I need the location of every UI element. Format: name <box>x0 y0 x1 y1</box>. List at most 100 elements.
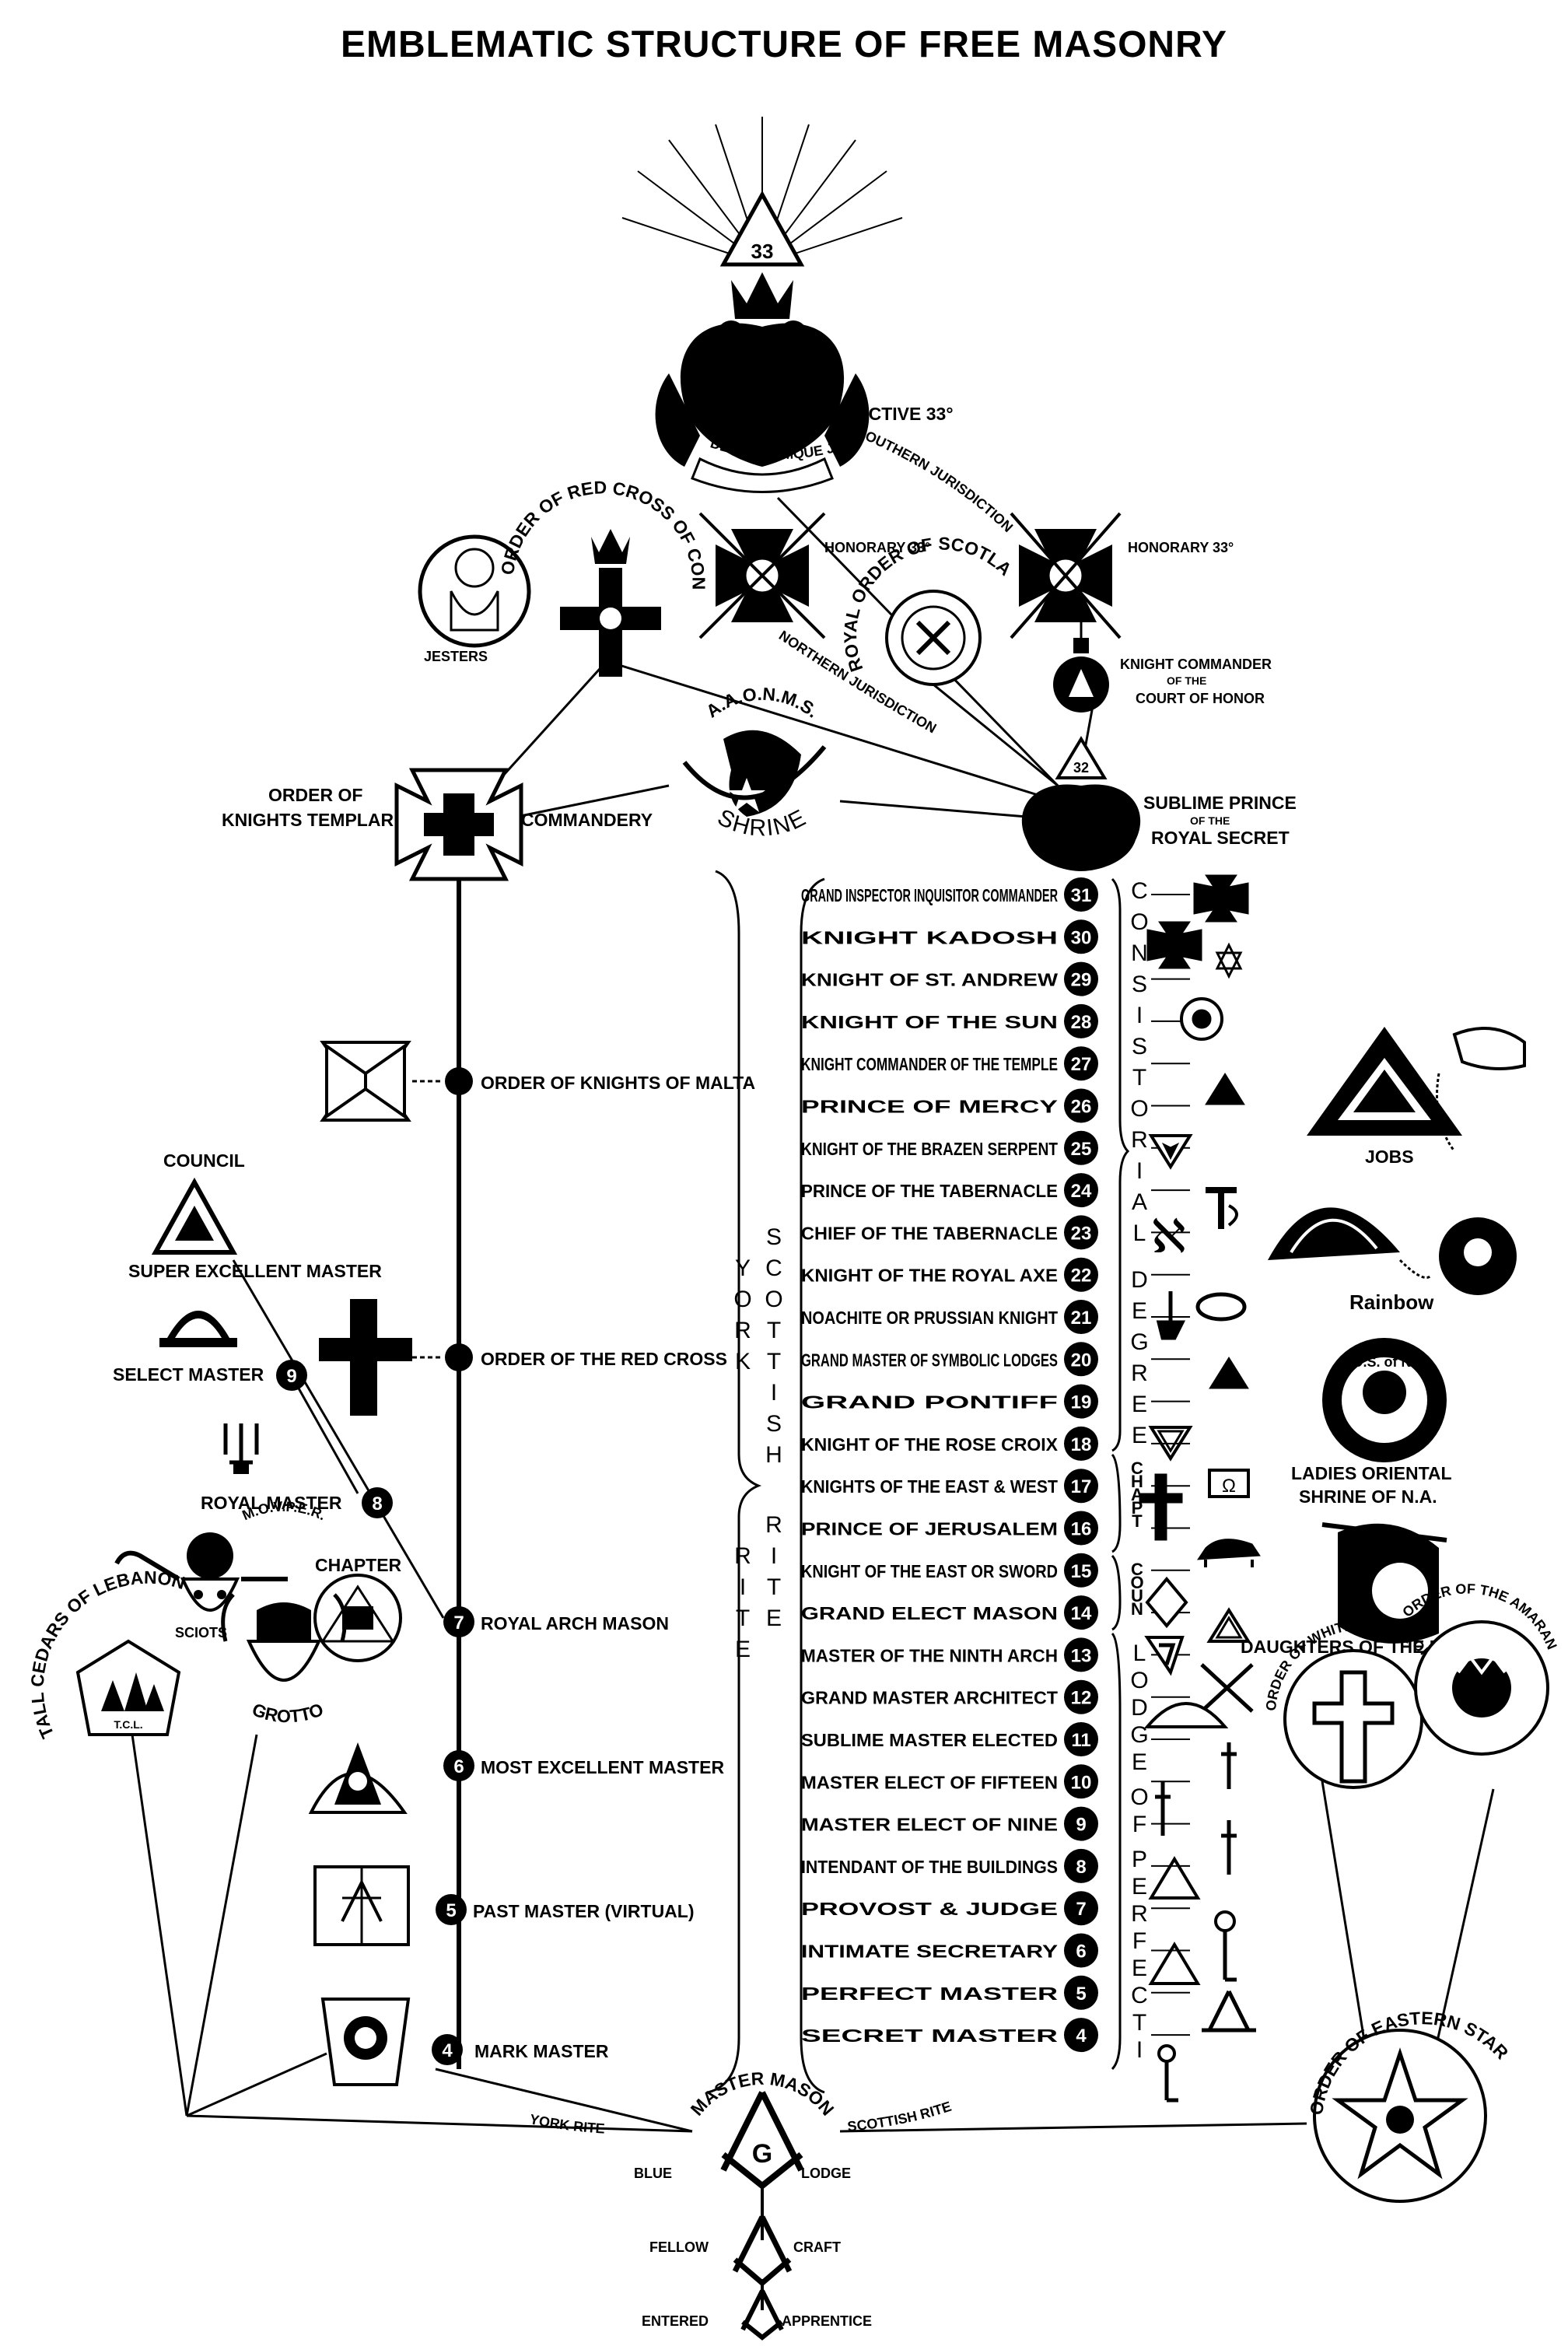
degree-badge <box>1064 1300 1098 1334</box>
candelabra-icon <box>223 1423 259 1474</box>
svg-text:D: D <box>1131 1695 1148 1721</box>
triangle-33-icon <box>719 190 805 267</box>
degree-number: 4 <box>1076 2026 1087 2047</box>
york-order-3-label: ROYAL ARCH MASON <box>481 1613 669 1633</box>
knights-templar-emblem <box>394 768 523 881</box>
honorary-33-right-emblem <box>1010 512 1122 639</box>
svg-text:F: F <box>1132 1928 1146 1954</box>
degree-number: 20 <box>1071 1350 1092 1371</box>
svg-text:ORDER OF WHITE SHRINE OF JERUS: ORDER OF WHITE SHRINE OF JERUSALEM <box>0 0 1434 1711</box>
shrine-top-label: A.A.O.N.M.S. <box>702 684 823 722</box>
court-of-honor-label-3: COURT OF HONOR <box>1136 691 1265 706</box>
degree-label: INTIMATE SECRETARY <box>801 1942 1058 1962</box>
sublime-prince-label-3: ROYAL SECRET <box>1151 828 1290 848</box>
jewel-20-triangle-icon <box>1148 1426 1193 1462</box>
tall-cedars-emblem: T.C.L. <box>75 1639 181 1736</box>
svg-text:S: S <box>1132 972 1147 997</box>
svg-text:T: T <box>1132 1511 1143 1531</box>
jewel-31-cross-icon <box>1193 874 1249 923</box>
grotto-emblem <box>221 1593 347 1682</box>
degree-label: KNIGHT OF THE ROSE CROIX <box>801 1434 1059 1455</box>
svg-text:S: S <box>1132 1034 1147 1059</box>
svg-text:F: F <box>1132 1812 1146 1837</box>
degree-row-20: GRAND MASTER OF SYMBOLIC LODGES 20 <box>801 1342 1190 1377</box>
select-master-num: 9 <box>286 1366 296 1387</box>
york-order-6-num: 4 <box>442 2040 453 2061</box>
jesters-label: JESTERS <box>424 649 488 664</box>
open-book-icon <box>313 1865 410 1946</box>
degree-badge <box>1064 1637 1098 1672</box>
svg-text:R: R <box>765 1512 782 1538</box>
svg-text:K: K <box>735 1349 751 1374</box>
degree-badge <box>1064 1933 1098 1968</box>
york-order-4-num: 6 <box>453 1756 464 1777</box>
jewel-30-star-icon <box>1215 942 1243 970</box>
degree-row-18: KNIGHT OF THE ROSE CROIX 18 <box>801 1426 1190 1461</box>
svg-text:SOUTHERN JURISDICTION: SOUTHERN JURISDICTION <box>854 424 1016 535</box>
honorary-33-left-label: HONORARY 33° <box>824 540 930 555</box>
degree-label: MASTER OF THE NINTH ARCH <box>801 1645 1058 1665</box>
degree-badge <box>1064 1003 1098 1038</box>
degree-number: 22 <box>1071 1266 1092 1287</box>
jewel-12-protractor-icon <box>1143 1702 1229 1728</box>
degree-number: 19 <box>1071 1392 1092 1413</box>
degree-number: 5 <box>1076 1984 1086 2005</box>
degree-badge <box>1064 1215 1098 1250</box>
degree-label: KNIGHTS OF THE EAST & WEST <box>801 1476 1058 1497</box>
svg-text:T: T <box>1132 1065 1146 1091</box>
page-title: EMBLEMATIC STRUCTURE OF FREE MASONRY <box>341 24 1227 65</box>
royal-master-label: ROYAL MASTER <box>201 1493 342 1513</box>
svg-text:S: S <box>766 1224 782 1250</box>
degree-label: GRAND MASTER OF SYMBOLIC LODGES <box>801 1350 1058 1370</box>
degree-badge <box>1064 1257 1098 1292</box>
rainbow-label: Rainbow <box>1349 1290 1434 1314</box>
rainbow-emblem <box>1268 1207 1517 1295</box>
degree-badge <box>1064 1469 1098 1504</box>
jewel-11-dagger-icon <box>1221 1742 1237 1789</box>
degree-label: KNIGHT OF THE ROYAL AXE <box>801 1266 1058 1286</box>
svg-text:I: I <box>1136 2037 1143 2063</box>
red-cross-constantine-emblem <box>560 529 661 677</box>
degree-badge <box>1064 1595 1098 1630</box>
svg-text:I: I <box>1136 1003 1143 1028</box>
fellow-label: FELLOW <box>649 2239 709 2255</box>
jewel-27-triangle-icon <box>1205 1073 1245 1105</box>
degree-number: 18 <box>1071 1434 1092 1455</box>
degree-number: 31 <box>1071 885 1092 906</box>
svg-text:N: N <box>1131 1599 1143 1619</box>
honorary-33-right-label: HONORARY 33° <box>1128 540 1234 555</box>
chapter-label: CHAPTER <box>315 1555 402 1575</box>
degree-number: 27 <box>1071 1054 1092 1075</box>
lodge-label: LODGE <box>801 2166 851 2181</box>
degree-label: PERFECT MASTER <box>801 1984 1059 2004</box>
jewel-17-lamb-icon <box>1197 1539 1261 1560</box>
jewel-13-tools-icon <box>1200 1663 1254 1713</box>
jewel-16-diamond-icon <box>1145 1576 1188 1629</box>
degree-number: 30 <box>1071 927 1092 948</box>
svg-text:R: R <box>1131 1127 1148 1153</box>
degree-badge <box>1064 1553 1098 1588</box>
degree-label: PRINCE OF THE TABERNACLE <box>801 1181 1058 1201</box>
bottom-york-rite-label: YORK RITE <box>528 2111 605 2136</box>
degree-badge <box>1064 1384 1098 1419</box>
degree-label: KNIGHT OF ST. ANDREW <box>801 970 1058 990</box>
svg-text:G: G <box>1130 1722 1148 1748</box>
svg-text:O: O <box>1130 1668 1148 1693</box>
tcl-label: T.C.L. <box>114 1718 142 1731</box>
jewel-30-cross-icon <box>1146 921 1202 969</box>
degree-row-22: KNIGHT OF THE ROYAL AXE 22 <box>801 1257 1190 1292</box>
jobs-label: JOBS <box>1365 1147 1414 1167</box>
svg-text:32: 32 <box>1073 760 1089 776</box>
crown-icon <box>731 272 793 319</box>
jewel-15-triangles-icon <box>1206 1607 1251 1643</box>
court-of-honor-label-1: KNIGHT COMMANDER <box>1120 657 1272 672</box>
jewel-10-dagger-icon <box>1155 1781 1171 1836</box>
scottish-rite-vertical-label: S C O T T I S H R I T E <box>765 1224 782 1631</box>
svg-text:YORK RITE: YORK RITE <box>528 2111 605 2136</box>
degree-label: PRINCE OF JERUSALEM <box>801 1519 1058 1539</box>
malta-cross-icon <box>320 1041 411 1122</box>
